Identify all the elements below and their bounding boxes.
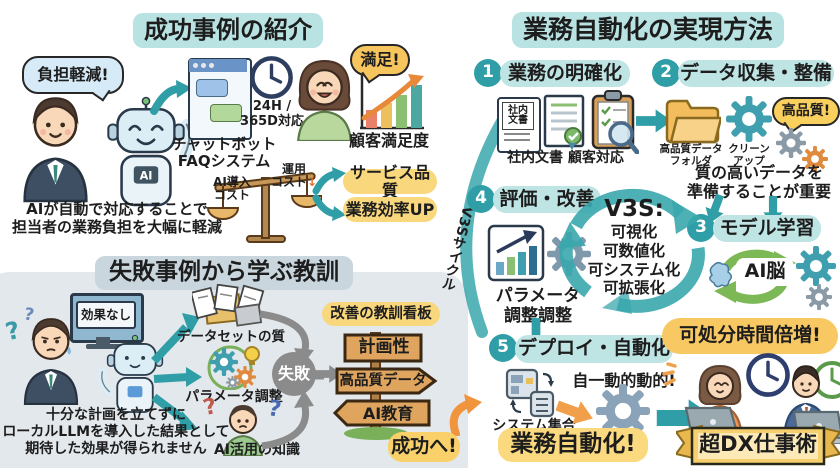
ai-brain-label: AI脳 bbox=[736, 258, 794, 286]
method-section-title: 業務自動化の実現方法 bbox=[512, 12, 784, 48]
fail-circle: 失敗 bbox=[272, 352, 316, 396]
cause-knowledge-label: AI活用の知識 bbox=[213, 442, 301, 458]
chat-bubble-left-icon bbox=[196, 79, 228, 97]
robot-chest-label: AI bbox=[140, 169, 153, 182]
lessons-title-pill: 改善の教訓看板 bbox=[322, 302, 440, 326]
clock-caption-line2: 365D対応 bbox=[240, 113, 304, 129]
lessons-signpost bbox=[333, 332, 438, 433]
step4-label: 評価・改善 bbox=[493, 186, 601, 213]
cost-down-arrow-icon: ↓ bbox=[306, 175, 318, 190]
chatbot-caption-line1: チャットボット bbox=[171, 135, 277, 153]
chatbot-window bbox=[188, 58, 252, 140]
satisfaction-chart-label: 顧客満足度 bbox=[348, 131, 429, 150]
cleanup-gear-icon bbox=[726, 96, 772, 142]
step3-label: モデル学習 bbox=[713, 215, 821, 242]
chatbot-caption: チャットボット FAQシステム bbox=[165, 136, 283, 170]
customer-woman-illustration bbox=[297, 60, 352, 141]
checklist-doc-icon bbox=[543, 94, 585, 150]
data-folder-icon bbox=[665, 99, 721, 144]
v3s-cycle-ring-icon bbox=[558, 188, 705, 314]
confused-person-illustration bbox=[222, 405, 264, 456]
model-gear-small-icon bbox=[806, 284, 832, 310]
data-folder-label: 高品質データ フォルダ bbox=[659, 143, 723, 167]
dx-banner-label: 超DX仕事術 bbox=[699, 432, 817, 457]
worried-man-illustration bbox=[23, 318, 79, 406]
dx-banner-ribbon bbox=[676, 424, 840, 466]
scale-left-label: AI導入 コスト bbox=[213, 175, 251, 203]
chat-bubble-right-icon bbox=[210, 104, 242, 122]
benefit-service-quality: サービス品質 bbox=[343, 163, 437, 199]
v3s-center-text: V3S: 可視化 可数値化 可システム化 可拡張化 bbox=[587, 196, 681, 298]
failure-caption: 十分な計画を立てずに ローカルLLMを導入した結果として 期待した効果が得られま… bbox=[2, 407, 230, 458]
satisfied-bubble: 満足! bbox=[350, 44, 410, 76]
cost-scale-icon bbox=[207, 172, 322, 243]
businessman-illustration bbox=[23, 97, 88, 203]
step4-badge: 4 bbox=[467, 185, 495, 213]
internal-doc-icon: 社内 文書 bbox=[497, 97, 541, 153]
model-gear-icon bbox=[796, 246, 836, 286]
step5-label: デプロイ・自動化 bbox=[515, 335, 673, 363]
failure-cause-arrows-icon bbox=[151, 313, 202, 431]
sign-ai-education: AI教育 bbox=[362, 404, 414, 423]
satisfaction-chart-icon bbox=[360, 74, 424, 130]
step2-label: データ収集・整備 bbox=[678, 60, 834, 87]
cause-parameter-label: パラメータ調整 bbox=[185, 389, 283, 405]
success-caption: AIが自動で対応することで 担当者の業務負担を大幅に軽減 bbox=[11, 200, 222, 236]
step4-caption: パラメータ 調整調整 bbox=[495, 286, 581, 327]
cause-dataset-label: データセットの質 bbox=[177, 329, 285, 345]
chatbot-window-titlebar bbox=[189, 59, 247, 72]
step2-badge: 2 bbox=[652, 59, 680, 87]
step5-badge: 5 bbox=[489, 334, 517, 362]
arrow-to-chatbot-icon bbox=[150, 80, 192, 115]
benefit-efficiency: 業務効率UP bbox=[343, 197, 437, 222]
no-effect-monitor: 効果なし bbox=[70, 293, 144, 351]
automation-result-label: 業務自動化! bbox=[498, 428, 648, 462]
sign-planning: 計画性 bbox=[358, 337, 410, 357]
auto-note: 自一動的動的! bbox=[572, 371, 676, 390]
clock-24h-icon bbox=[249, 55, 294, 100]
success-section-title: 成功事例の紹介 bbox=[133, 13, 323, 48]
cleanup-gear-label: クリーン アップ bbox=[728, 143, 770, 167]
clock-caption-line1: 24H / bbox=[252, 99, 292, 114]
outcome-bubble: 可処分時間倍増! bbox=[662, 318, 838, 354]
evaluation-chart-icon bbox=[487, 224, 545, 282]
clipboard-magnifier-icon bbox=[591, 90, 639, 154]
clock-caption: 24H / 365D対応 bbox=[232, 99, 312, 129]
monitor-label: 効果なし bbox=[76, 301, 136, 329]
benefit-arrows-icon bbox=[312, 167, 346, 221]
step1-label: 業務の明確化 bbox=[500, 60, 630, 87]
to-success-label: 成功へ! bbox=[388, 432, 460, 462]
chatbot-caption-line2: FAQシステム bbox=[177, 151, 271, 170]
step1-badge: 1 bbox=[474, 59, 502, 87]
burden-reduction-bubble: 負担軽減! bbox=[22, 56, 124, 94]
v3s-title: V3S: bbox=[604, 196, 664, 222]
quality-bubble: 高品質! bbox=[772, 97, 840, 126]
sparkle-icon bbox=[662, 362, 677, 386]
step1-caption: 社内文書 顧客対応 bbox=[507, 150, 624, 166]
sign-quality-data: 高品質データ bbox=[339, 373, 427, 389]
failure-section-title: 失敗事例から学ぶ教訓 bbox=[95, 256, 353, 290]
to-success-arrow-icon bbox=[449, 394, 482, 436]
scale-right-label: 運用 コスト↓ bbox=[270, 162, 318, 190]
dataset-docs-icon bbox=[192, 284, 265, 327]
parameter-gears-icon bbox=[207, 345, 260, 390]
cycle-left-curve-icon bbox=[460, 102, 516, 338]
system-diagram-icon bbox=[505, 368, 555, 418]
